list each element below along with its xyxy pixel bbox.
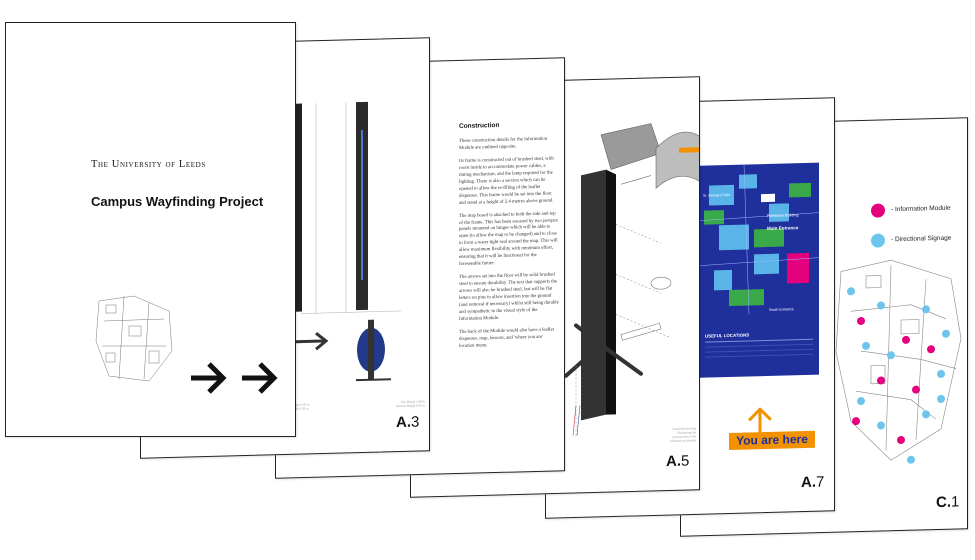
construction-paragraph: The map board is attached to both the si… — [459, 211, 559, 268]
construction-paragraph: Its frame is constructed out of brushed … — [459, 156, 554, 206]
map-label-south-entrance: South Entrance — [769, 307, 794, 312]
page-number-a3: A.3 — [396, 413, 420, 432]
campus-map-thumbnail — [95, 295, 173, 382]
map-label-parkinson: Parkinson Building — [767, 213, 799, 218]
page-a7: Parkinson Building Main Entrance South E… — [545, 97, 835, 519]
campus-map — [699, 164, 819, 315]
info-module-legend-label: - Information Module — [891, 204, 951, 214]
directional-signage-legend-label: - Directional Signage — [891, 234, 952, 244]
a5-caption: Exploded drawing illustrating the constr… — [670, 426, 696, 443]
construction-paragraph: The back of the Module would also have a… — [459, 327, 554, 349]
construction-heading: Construction — [459, 121, 500, 130]
construction-text: These construction details for the Infor… — [459, 136, 559, 356]
campus-map-dots — [835, 259, 962, 464]
arrow-right-icon — [242, 362, 278, 394]
page-c1: - Information Module - Directional Signa… — [680, 117, 968, 537]
exploded-module-drawing — [564, 123, 700, 436]
page-a5: Exploded drawing illustrating the constr… — [410, 76, 700, 498]
module-base-drawing — [296, 319, 391, 382]
construction-paragraph: The arrows set into the floor will be so… — [459, 272, 559, 322]
info-module-legend-dot — [871, 203, 885, 218]
useful-locations-heading: USEFUL LOCATIONS — [705, 332, 750, 339]
page-cover: The University of Leeds Campus Wayfindin… — [5, 22, 296, 437]
page-number-c1: C.1 — [936, 493, 960, 512]
you-are-here-banner: You are here — [729, 430, 815, 450]
page-number-a5: A.5 — [666, 452, 690, 471]
campus-map-panel: Parkinson Building Main Entrance South E… — [699, 162, 819, 378]
useful-locations-list — [705, 338, 813, 369]
arrow-right-icon — [191, 362, 227, 394]
map-label-st-georges: St. George's Field — [703, 192, 731, 198]
dimension-lines — [301, 102, 401, 314]
you-are-here-arrow-icon — [748, 407, 772, 433]
project-title: Campus Wayfinding Project — [91, 194, 264, 209]
page-number-a7: A.7 — [801, 473, 825, 492]
directional-signage-legend-dot — [871, 233, 885, 248]
university-name: The University of Leeds — [91, 159, 206, 170]
construction-paragraph: These construction details for the Infor… — [459, 136, 548, 151]
map-label-main-entrance: Main Entrance — [767, 225, 799, 231]
